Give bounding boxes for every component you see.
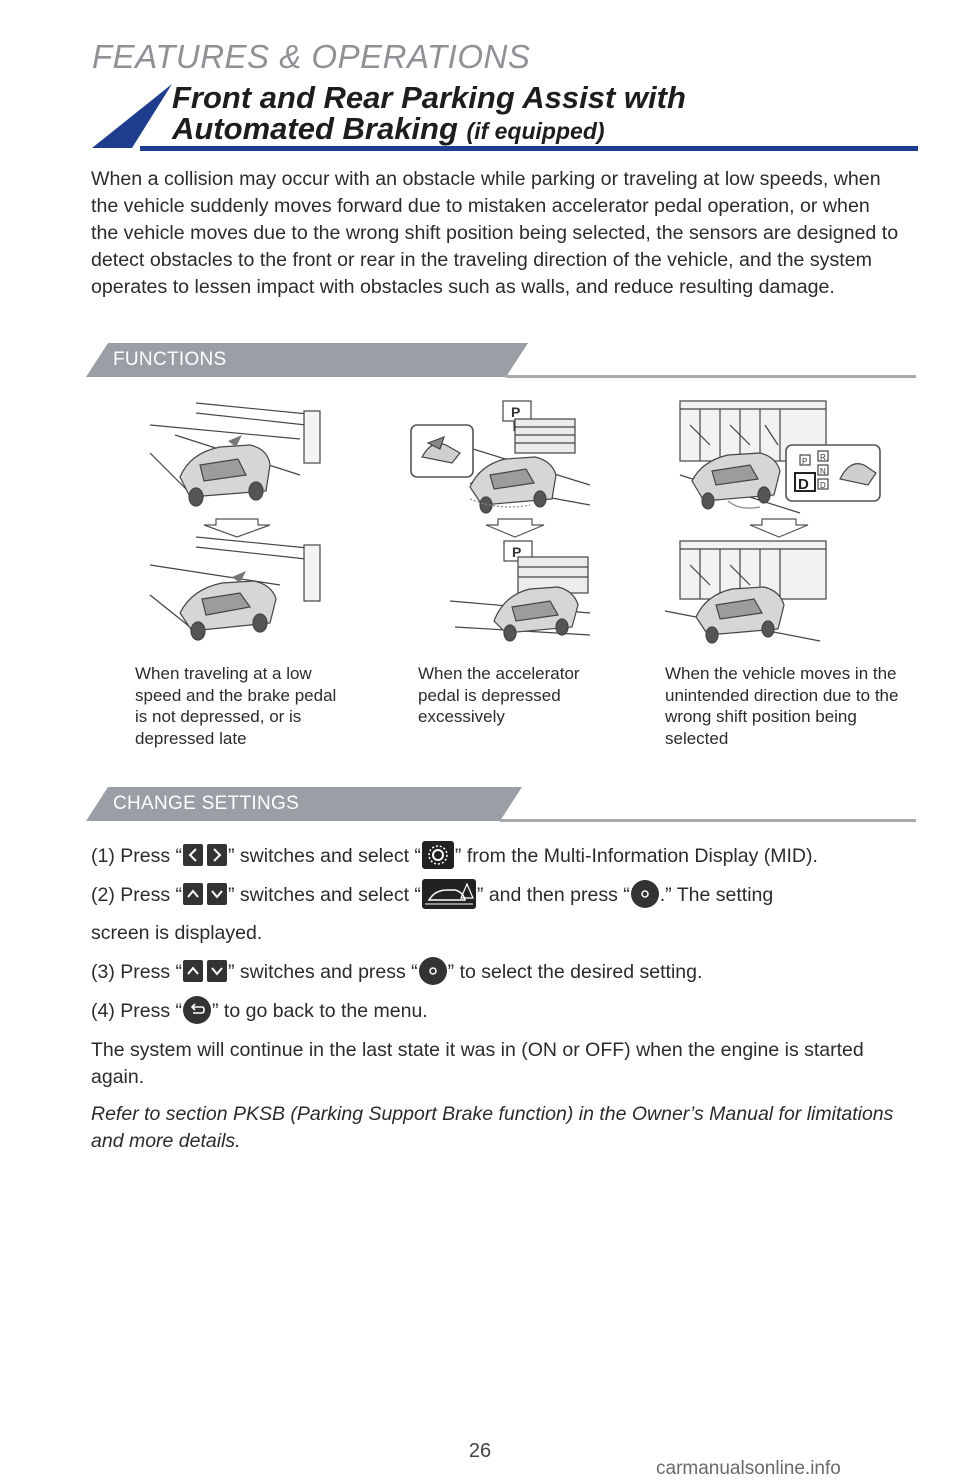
gear-d-small: D [820,481,826,490]
watermark: carmanualsonline.info [656,1458,841,1479]
settings-label: CHANGE SETTINGS [113,793,300,814]
manual-reference: Refer to section PKSB (Parking Support B… [91,1103,894,1152]
caption-low-speed: When traveling at a low speed and the br… [135,664,337,748]
caption-wrong-shift: When the vehicle moves in the unintended… [665,664,899,748]
step-2: (2) Press “” switches and select “” and … [91,879,773,912]
section-header: FEATURES & OPERATIONS [92,38,531,75]
gear-r: R [820,453,826,462]
caption-accelerator: When the accelerator pedal is depressed … [418,664,580,726]
gear-d-large: D [798,476,809,493]
functions-label: FUNCTIONS [113,349,227,370]
page-number: 26 [468,1440,492,1462]
illustration-low-speed [149,402,321,641]
title-underline [140,146,918,151]
title-line-1: Front and Rear Parking Assist with [172,80,686,115]
car-warning-icon [421,879,476,909]
settings-tab-shape [86,787,522,821]
parking-sign-bottom: P [512,544,521,560]
settings-gear-icon [421,841,454,869]
ok-button-icon [630,880,659,908]
illustration-wrong-shift [664,400,881,644]
functions-illustrations: P P D P R [149,400,881,644]
step-4: (4) Press “” to go back to the menu. [91,996,428,1027]
back-button-icon [183,996,212,1024]
left-right-arrow-icon [183,844,228,866]
step-1: (1) Press “” switches and select “” from… [91,841,818,872]
gear-p: P [802,457,807,466]
up-down-arrow-icon [183,960,228,982]
illustration-accelerator [410,400,591,642]
intro-paragraph: When a collision may occur with an obsta… [91,168,899,298]
functions-tab-shape [86,343,528,377]
ok-button-icon [418,957,447,985]
settings-section-header: CHANGE SETTINGS [86,787,916,823]
title-line-2: Automated Braking [172,111,458,146]
title-suffix: (if equipped) [466,118,605,144]
page-title: Front and Rear Parking Assist with Autom… [172,82,686,147]
functions-section-header: FUNCTIONS [86,343,916,379]
parking-sign-top: P [511,404,520,420]
settings-rule [500,819,916,822]
step-2-continued: screen is displayed. [91,922,263,944]
step-3: (3) Press “” switches and press “” to se… [91,957,702,988]
state-note: The system will continue in the last sta… [91,1039,864,1088]
up-down-arrow-icon [183,883,228,905]
gear-n: N [820,467,826,476]
functions-rule [506,375,916,378]
title-accent-shape [92,84,172,148]
